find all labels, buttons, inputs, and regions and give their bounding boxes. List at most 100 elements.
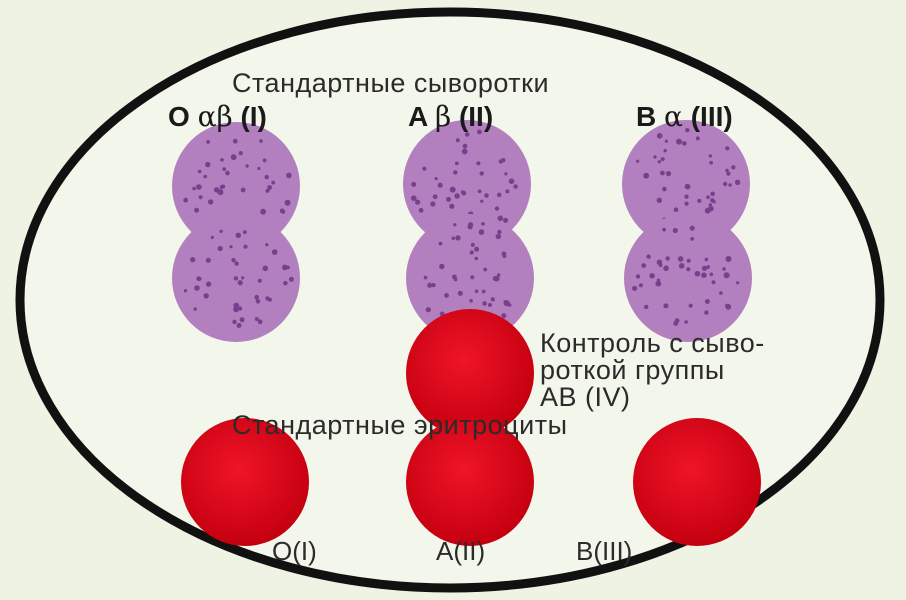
agglutinate-speck: [503, 218, 508, 223]
agglutinate-speck: [453, 170, 457, 174]
column-letter: O: [168, 101, 190, 132]
agglutinate-speck: [685, 184, 691, 190]
agglutinate-speck: [245, 164, 248, 167]
agglutinate-speck: [231, 154, 237, 160]
agglutinate-speck: [663, 303, 668, 308]
agglutinate-speck: [220, 185, 224, 189]
agglutinate-speck: [475, 290, 479, 294]
agglutinate-speck: [663, 266, 669, 272]
agglutinate-speck: [497, 193, 502, 198]
agglutinate-speck: [684, 195, 688, 199]
agglutinate-speck: [206, 258, 211, 263]
agglutinate-speck: [725, 169, 729, 173]
agglutinate-speck: [254, 295, 259, 300]
agglutinate-speck: [450, 187, 456, 193]
agglutinate-speck: [690, 237, 694, 241]
column-header-b: B α (III): [636, 100, 733, 133]
agglutinate-speck: [706, 195, 710, 199]
agglutinate-speck: [468, 222, 473, 227]
agglutinate-speck: [289, 277, 294, 282]
agglutinate-speck: [233, 139, 238, 144]
agglutinate-speck: [480, 200, 483, 203]
agglutinate-speck: [454, 193, 460, 199]
agglutinate-speck: [666, 171, 671, 176]
agglutinate-speck: [643, 173, 649, 179]
agglutinate-speck: [285, 200, 291, 206]
agglutinate-speck: [283, 281, 287, 285]
erythrocyte-b-drop: [633, 418, 761, 546]
agglutinate-speck: [709, 203, 712, 206]
agglutinate-speck: [735, 180, 740, 185]
agglutinate-speck: [690, 226, 695, 231]
erythrocytes-title: Стандартные эритроциты: [232, 410, 567, 441]
agglutinate-speck: [705, 208, 711, 214]
agglutinate-speck: [424, 276, 428, 280]
agglutinate-speck: [204, 293, 209, 298]
agglutinate-speck: [194, 285, 200, 291]
agglutinate-speck: [196, 276, 201, 281]
agglutinate-speck: [657, 279, 660, 282]
agglutinate-speck: [263, 266, 269, 272]
agglutinate-speck: [665, 140, 668, 143]
agglutinate-speck: [214, 187, 219, 192]
agglutinate-speck: [411, 182, 416, 187]
control-label-line: роткой группы: [540, 357, 765, 384]
agglutinate-speck: [255, 317, 259, 321]
agglutinate-speck: [427, 283, 432, 288]
agglutinate-speck: [474, 247, 479, 252]
agglutinate-speck: [234, 261, 238, 265]
agglutinate-speck: [233, 306, 239, 312]
agglutinate-speck: [237, 323, 242, 328]
agglutinate-speck: [495, 206, 499, 210]
agglutinate-speck: [225, 171, 230, 176]
control-label-line: Контроль с сыво-: [540, 330, 765, 357]
agglutinate-speck: [257, 167, 260, 170]
agglutinate-speck: [695, 271, 701, 277]
agglutinate-speck: [192, 187, 196, 191]
agglutinate-speck: [731, 165, 735, 169]
agglutinate-speck: [260, 209, 266, 215]
agglutinate-speck: [724, 272, 730, 278]
agglutinate-speck: [644, 305, 648, 309]
agglutinate-speck: [455, 235, 460, 240]
agglutinate-speck: [190, 257, 195, 262]
agglutinate-speck: [482, 290, 486, 294]
agglutinate-speck: [682, 141, 687, 146]
agglutinate-speck: [462, 149, 468, 155]
erythrocyte-label-a: A(II): [436, 536, 485, 567]
agglutinate-speck: [265, 243, 268, 246]
agglutinate-speck: [439, 264, 444, 269]
agglutinate-speck: [478, 189, 482, 193]
agglutinate-speck: [661, 157, 665, 161]
agglutinate-speck: [505, 189, 509, 193]
agglutinate-speck: [494, 276, 500, 282]
column-header-a: A β (II): [408, 100, 493, 133]
column-antibodies: αβ: [198, 100, 233, 133]
agglutinate-speck: [676, 139, 682, 145]
agglutinate-speck: [666, 256, 670, 260]
agglutinate-speck: [501, 158, 505, 162]
agglutinate-speck: [449, 204, 454, 209]
agglutinate-speck: [456, 138, 460, 142]
agglutinate-speck: [646, 254, 650, 258]
serum-b-drop-2: [624, 214, 752, 342]
agglutinate-speck: [194, 307, 197, 310]
agglutinate-speck: [685, 202, 689, 206]
agglutinate-speck: [679, 263, 685, 269]
agglutinate-speck: [258, 279, 262, 283]
agglutinate-speck: [218, 246, 223, 251]
agglutinate-speck: [686, 267, 690, 271]
agglutinate-speck: [271, 181, 275, 185]
agglutinate-speck: [267, 185, 272, 190]
agglutinate-speck: [194, 208, 199, 213]
erythrocyte-label-o: O(I): [272, 536, 317, 567]
agglutinate-speck: [446, 197, 451, 202]
agglutinate-speck: [205, 162, 210, 167]
agglutinate-speck: [243, 230, 247, 234]
agglutinate-speck: [480, 171, 484, 175]
agglutinate-speck: [458, 291, 463, 296]
agglutinate-speck: [206, 281, 211, 286]
agglutinate-speck: [709, 154, 712, 157]
agglutinate-speck: [184, 289, 187, 292]
agglutinate-speck: [712, 200, 715, 203]
